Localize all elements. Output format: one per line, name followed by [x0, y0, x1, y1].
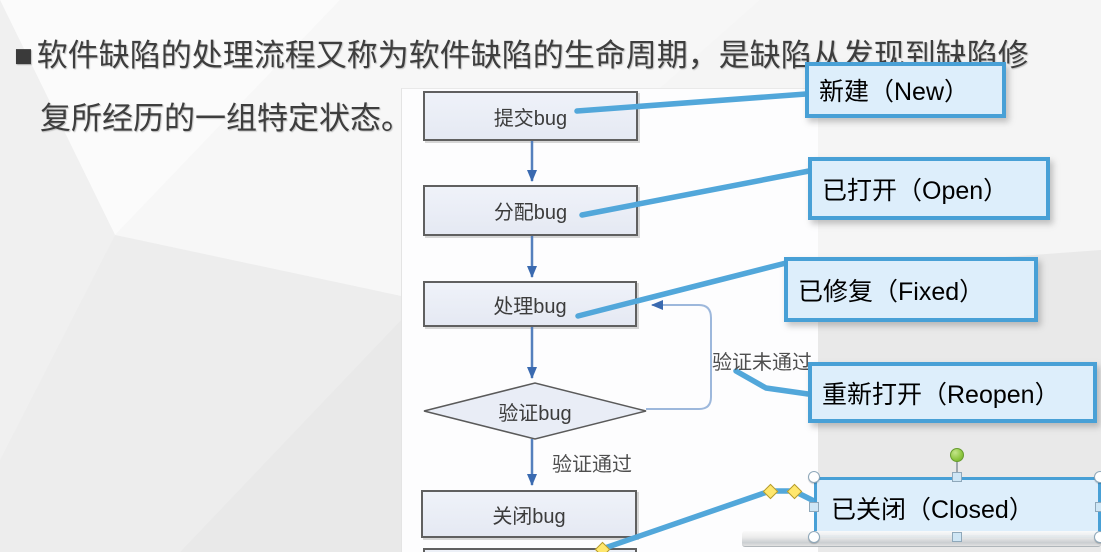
resize-handle-bottom-right[interactable]: [1094, 531, 1101, 543]
callout-new[interactable]: 新建（New）: [805, 62, 1006, 118]
callout-open[interactable]: 已打开（Open）: [808, 157, 1050, 220]
resize-handle-bottom[interactable]: [952, 532, 962, 542]
callout-label: 已修复（Fixed）: [798, 277, 985, 306]
slide-title-line2: 复所经历的一组特定状态。: [40, 93, 412, 138]
flow-node-label: 关闭bug: [492, 505, 566, 528]
resize-handle-bottom-left[interactable]: [808, 531, 820, 543]
flow-node-label: 处理bug: [493, 295, 567, 318]
callout-label: 已关闭（Closed）: [831, 495, 1034, 524]
branch-label-fail: 验证未通过: [712, 352, 812, 374]
callout-closed-reflection: [742, 531, 1101, 547]
flow-node-label: 提交bug: [493, 107, 568, 130]
resize-handle-top[interactable]: [952, 472, 962, 482]
resize-handle-right[interactable]: [1095, 502, 1101, 512]
callout-reopen[interactable]: 重新打开（Reopen）: [808, 362, 1097, 423]
callout-label: 重新打开（Reopen）: [822, 380, 1060, 409]
flow-node-assign-bug: 分配bug: [423, 185, 638, 236]
resize-handle-top-right[interactable]: [1094, 471, 1101, 483]
flow-node-submit-bug: 提交bug: [423, 91, 638, 141]
callout-closed-selected[interactable]: 已关闭（Closed）: [814, 477, 1101, 538]
rotate-handle[interactable]: [950, 448, 964, 462]
rotate-handle-stem: [956, 461, 958, 477]
flow-node-close-bug: 关闭bug: [421, 490, 637, 538]
flow-node-label: 分配bug: [493, 202, 568, 224]
flow-node-handle-bug: 处理bug: [423, 281, 637, 327]
flow-node-verify-bug: 验证bug: [424, 383, 646, 439]
callout-label: 新建（New）: [819, 78, 970, 106]
callout-label: 已打开（Open）: [822, 176, 1009, 205]
slide-title-text2: 复所经历的一组特定状态。: [40, 101, 412, 136]
callout-fixed[interactable]: 已修复（Fixed）: [784, 257, 1038, 322]
resize-handle-top-left[interactable]: [808, 471, 820, 483]
resize-handle-left[interactable]: [809, 502, 819, 512]
bullet-icon: ■: [14, 38, 33, 73]
flow-node-label: 验证bug: [498, 402, 572, 425]
branch-label-pass: 验证通过: [552, 454, 632, 476]
